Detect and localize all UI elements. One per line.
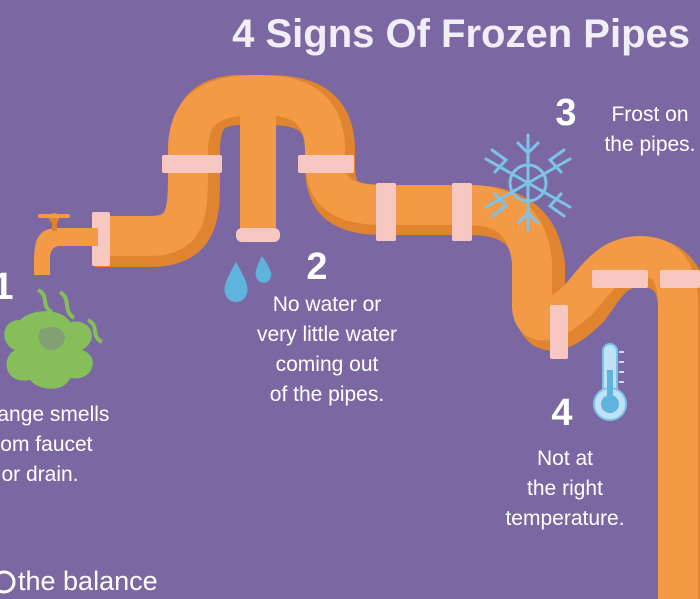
- coupling-lower: [550, 305, 568, 359]
- sign-2-line-1: No water or: [272, 293, 382, 316]
- sign-1-number: 1: [0, 266, 14, 308]
- coupling-mid-1: [376, 183, 396, 241]
- sign-1-line-2: from faucet: [0, 433, 93, 456]
- sign-3-line-1: Frost on: [611, 103, 689, 126]
- sign-3-number: 3: [555, 92, 577, 134]
- sign-3-description: Frost on the pipes.: [580, 100, 700, 160]
- sign-2-description: No water or very little water coming out…: [222, 290, 432, 410]
- sign-2-number: 2: [306, 246, 328, 288]
- sign-1-description: Strange smells from faucet or drain.: [0, 400, 150, 490]
- coupling-left-upper: [162, 155, 222, 173]
- sign-4-line-1: Not at: [536, 447, 594, 470]
- water-drops-icon: [224, 256, 272, 302]
- smell-cloud-icon: [4, 288, 104, 389]
- coupling-right-upper: [298, 155, 354, 173]
- coupling-branch-end: [236, 228, 280, 242]
- coupling-faucet: [92, 212, 110, 266]
- sign-2-line-4: of the pipes.: [269, 383, 385, 406]
- thermometer-icon: [593, 343, 627, 421]
- coupling-right-edge: [660, 270, 700, 288]
- coupling-right-top: [592, 270, 648, 288]
- snowflake-icon: [484, 133, 572, 233]
- faucet-icon: [34, 213, 98, 275]
- brand-name: the balance: [18, 566, 158, 596]
- sign-4-line-3: temperature.: [505, 507, 625, 530]
- sign-1-line-1: Strange smells: [0, 403, 110, 426]
- sign-2-line-2: very little water: [256, 323, 398, 346]
- sign-2-line-3: coming out: [275, 353, 379, 376]
- sign-4-line-2: the right: [527, 477, 603, 500]
- coupling-mid-2: [452, 183, 472, 241]
- balance-logo-icon: [0, 570, 16, 594]
- sign-1-line-3: or drain.: [1, 463, 79, 486]
- pipe-couplings: [92, 155, 700, 359]
- sign-4-number: 4: [551, 392, 573, 434]
- sign-3-line-2: the pipes.: [604, 133, 696, 156]
- sign-4-description: Not at the right temperature.: [470, 444, 660, 534]
- page-title: 4 Signs Of Frozen Pipes: [232, 12, 690, 56]
